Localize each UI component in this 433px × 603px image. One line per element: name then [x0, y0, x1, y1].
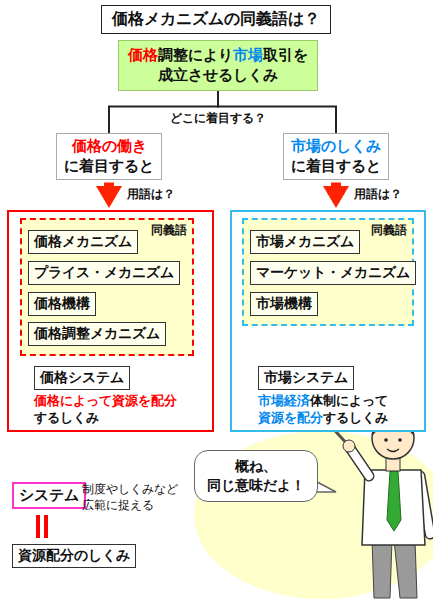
text-block: 市場システム [264, 369, 348, 387]
price-group-box: 価格によって資源を配分するしくみ 同義語価格メカニズムプライス・メカニズム価格機構… [7, 210, 214, 432]
term-box: 価格調整メカニズム [28, 322, 166, 346]
text-block: 価格機構 [34, 295, 90, 313]
system-box: 資源配分のしくみ [12, 544, 136, 568]
text-block: マーケット・メカニズム [256, 264, 410, 282]
definition-box: 価格調整により市場取引を成立させるしくみ [118, 40, 318, 91]
system-box: 価格システム [34, 366, 130, 390]
synonym-group: 同義語価格メカニズムプライス・メカニズム価格機構価格調整メカニズム [20, 218, 194, 356]
node-text: マーケット・メカニズム [256, 264, 410, 280]
node-text: 価格によって資源を配分 [34, 393, 177, 408]
note-text: 制度やしくみなど 広範に捉える [82, 481, 186, 513]
equals-sign [38, 515, 46, 538]
text-block: 市場機構 [256, 295, 312, 313]
node-text: プライス・メカニズム [34, 264, 174, 280]
node-text: 取引を [263, 46, 308, 64]
node-text: 市場機構 [256, 295, 312, 311]
edge-label: 用語は？ [352, 186, 404, 203]
text-block: プライス・メカニズム [34, 264, 174, 282]
text-block: 概ね、 同じ意味だよ！ [204, 457, 308, 495]
title: 価格メカニズムの同義語は？ [101, 5, 331, 34]
node-text: システム [19, 486, 79, 504]
viewpoint-box: 価格の働きに着目すると [56, 133, 162, 180]
node-text: 市場経済 [258, 393, 310, 408]
text-block: 市場メカニズム [256, 233, 354, 251]
term-box: 価格機構 [28, 292, 96, 316]
node-text: 価格 [128, 46, 158, 64]
text-block: 同義語 [371, 222, 407, 239]
node-text: 価格メカニズム [34, 233, 132, 249]
node-text: 市場システム [264, 369, 348, 385]
node-text: に着目すると [64, 157, 154, 175]
viewpoint-box: 市場のしくみに着目すると [283, 133, 389, 180]
node-text: するしくみ [323, 410, 388, 425]
text-block: 価格システム [40, 369, 124, 387]
node-text: 資源を配分 [258, 410, 323, 425]
node-text: 同義語 [371, 223, 407, 237]
node-text: 概ね、 同じ意味だよ！ [207, 458, 305, 493]
text-block: 同義語 [151, 222, 187, 239]
term-box: 市場機構 [250, 292, 318, 316]
text-block: 価格の働きに着目すると [64, 136, 154, 177]
node-text: 同義語 [151, 223, 187, 237]
synonym-group: 同義語市場メカニズムマーケット・メカニズム市場機構 [242, 218, 414, 326]
node-text: 体制によって [310, 393, 388, 408]
system-box: 市場システム [258, 366, 354, 390]
edge-label: 用語は？ [125, 186, 177, 203]
edge-label: どこに着目する？ [168, 110, 268, 127]
node-text: 価格調整メカニズム [34, 325, 160, 341]
node-text: 価格の働き [72, 137, 147, 155]
node-text: に着目すると [291, 157, 381, 175]
text-block: 価格メカニズム [34, 233, 132, 251]
text-block: 価格調整により市場取引を成立させるしくみ [128, 45, 308, 86]
text-block: 価格によって資源を配分するしくみ [34, 393, 177, 427]
node-text: 資源配分のしくみ [18, 547, 130, 563]
connector [331, 183, 341, 187]
keyword-box: システム [12, 482, 86, 509]
node-text: 市場メカニズム [256, 233, 354, 249]
term-box: 市場メカニズム [250, 230, 360, 254]
term-box: プライス・メカニズム [28, 261, 180, 285]
node-text: 成立させるしくみ [158, 66, 278, 84]
term-box: 価格メカニズム [28, 230, 138, 254]
node-text: 調整により [158, 46, 233, 64]
node-text: 市場のしくみ [291, 137, 381, 155]
term-box: マーケット・メカニズム [250, 261, 416, 285]
node-text: 価格システム [40, 369, 124, 385]
text-block: 資源配分のしくみ [18, 547, 130, 565]
node-text: 価格機構 [34, 295, 90, 311]
text-block: 価格調整メカニズム [34, 325, 160, 343]
text-block: 市場経済体制によって資源を配分するしくみ [258, 393, 388, 427]
market-group-box: 市場経済体制によって資源を配分するしくみ 同義語市場メカニズムマーケット・メカニズ… [230, 210, 426, 432]
node-text: するしくみ [34, 410, 99, 425]
speech-bubble: 概ね、 同じ意味だよ！ [194, 450, 318, 502]
text-block: 市場のしくみに着目すると [291, 136, 381, 177]
teacher-figure [314, 408, 431, 599]
node-text: 市場 [233, 46, 263, 64]
text-block: システム [19, 486, 79, 505]
connector [104, 183, 114, 187]
